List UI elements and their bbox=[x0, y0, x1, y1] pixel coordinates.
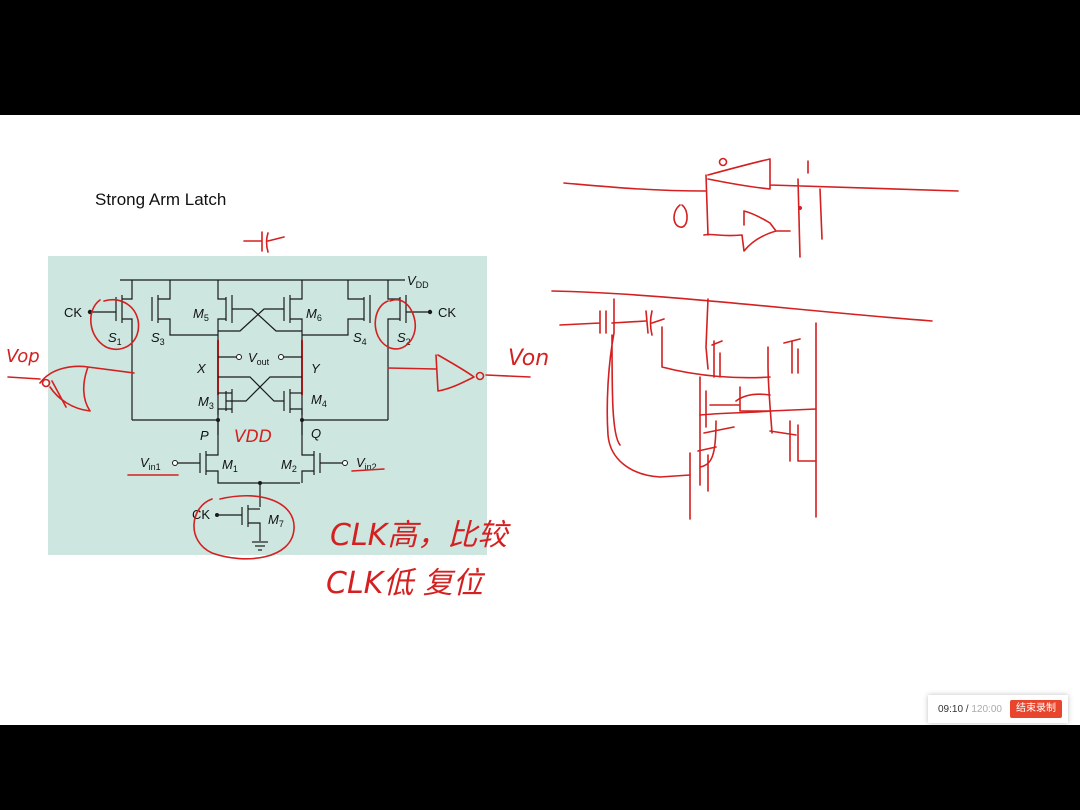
node-q-label: Q bbox=[311, 426, 321, 441]
device-label-s2: S2 bbox=[397, 330, 411, 347]
node-x-label: X bbox=[196, 361, 207, 376]
vin1-label: Vin1 bbox=[140, 455, 161, 472]
slide-canvas: Strong Arm Latch bbox=[0, 115, 1080, 725]
stop-recording-button[interactable]: 结束录制 bbox=[1010, 700, 1062, 718]
schematic-panel bbox=[48, 256, 487, 555]
device-label-m6: M6 bbox=[306, 306, 322, 323]
vout-label: Vout bbox=[248, 350, 270, 367]
device-label-s3: S3 bbox=[151, 330, 165, 347]
device-label-m1: M1 bbox=[222, 457, 238, 474]
device-label-m7: M7 bbox=[268, 512, 284, 529]
ck-left-label: CK bbox=[64, 305, 82, 320]
device-label-s1: S1 bbox=[108, 330, 122, 347]
node-y-label: Y bbox=[311, 361, 321, 376]
recording-toolbar: 09:10 / 120:00 结束录制 bbox=[928, 695, 1068, 723]
annotation-vdd: VDD bbox=[234, 427, 272, 447]
annotation-clk-high: CLK高，比较 bbox=[330, 518, 511, 553]
vin2-label: Vin2 bbox=[356, 455, 377, 472]
ck-right-label: CK bbox=[438, 305, 456, 320]
schematic-drawing: VDD CK CK CK S1 S3 M5 M6 S4 S2 M3 M4 M1 … bbox=[6, 157, 959, 601]
annotation-clk-low: CLK低 复位 bbox=[326, 566, 486, 601]
device-label-m3: M3 bbox=[198, 394, 214, 411]
device-label-m5: M5 bbox=[193, 306, 209, 323]
annotation-von: Von bbox=[508, 346, 549, 371]
ck-tail-label: CK bbox=[192, 507, 210, 522]
node-p-label: P bbox=[200, 428, 209, 443]
recording-timer: 09:10 / 120:00 bbox=[938, 703, 1002, 715]
device-label-m2: M2 bbox=[281, 457, 297, 474]
vdd-label: VDD bbox=[407, 273, 429, 290]
circuit-wires bbox=[87, 279, 433, 551]
device-label-s4: S4 bbox=[353, 330, 367, 347]
handwritten-annotations: Vop Von VDD CLK高，比较 CLK低 复位 bbox=[6, 157, 959, 601]
slide-title: Strong Arm Latch bbox=[95, 190, 227, 209]
annotation-vop: Vop bbox=[6, 346, 40, 367]
pmos-row bbox=[90, 280, 428, 420]
device-label-m4: M4 bbox=[311, 392, 327, 409]
